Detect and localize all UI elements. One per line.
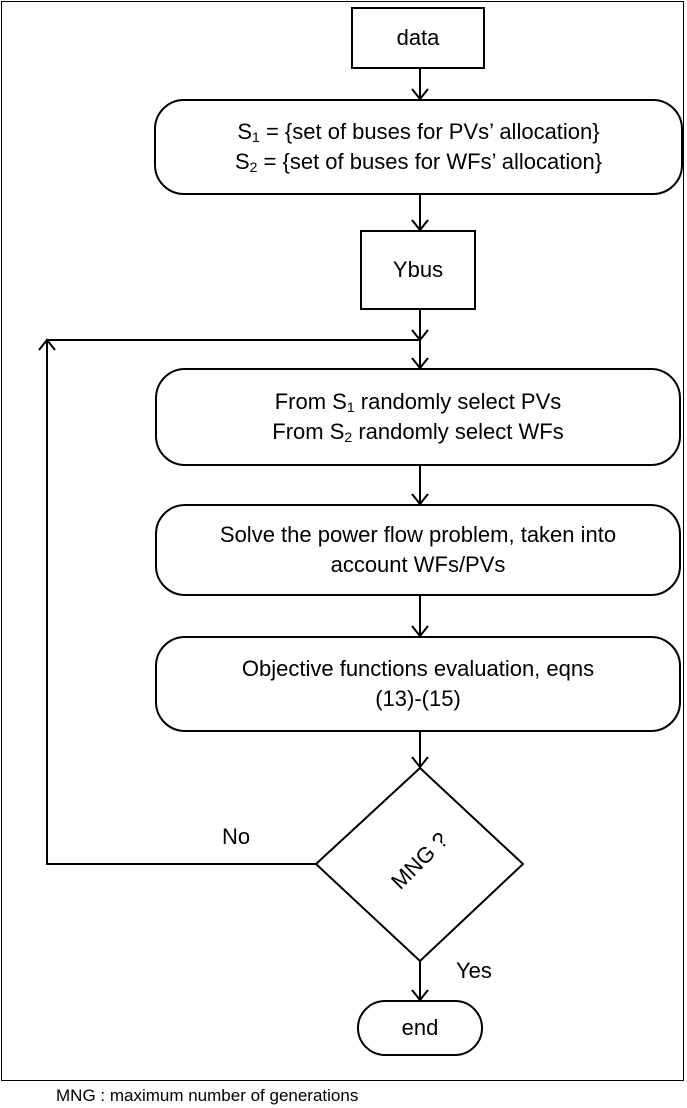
powerflow-line1: Solve the power flow problem, taken into: [219, 522, 617, 547]
objective-line2: (13)-(15): [375, 686, 461, 711]
sets-box: S1 = {set of buses for PVs’ allocation} …: [154, 99, 683, 195]
data-label: data: [396, 25, 440, 50]
loop-back-no-line: [46, 339, 420, 865]
ybus-box: Ybus: [360, 230, 476, 310]
data-box: data: [351, 7, 485, 69]
set-s2-line: S2 = {set of buses for WFs’ allocation}: [234, 149, 603, 175]
figure-frame: [1, 1, 684, 1081]
footnote: MNG : maximum number of generations: [56, 1086, 359, 1105]
select-wf-line: From S2 randomly select WFs: [272, 419, 564, 445]
set-s1-line: S1 = {set of buses for PVs’ allocation}: [237, 119, 600, 145]
yes-label: Yes: [456, 958, 492, 983]
end-label: end: [401, 1015, 439, 1040]
objective-box: Objective functions evaluation, eqns (13…: [155, 636, 681, 732]
objective-line1: Objective functions evaluation, eqns: [241, 656, 595, 681]
select-pv-line: From S1 randomly select PVs: [274, 389, 562, 415]
powerflow-line2: account WFs/PVs: [330, 552, 506, 577]
powerflow-box: Solve the power flow problem, taken into…: [155, 504, 681, 596]
select-box: From S1 randomly select PVs From S2 rand…: [155, 368, 681, 466]
ybus-label: Ybus: [392, 257, 444, 282]
decision-diamond: [314, 766, 525, 963]
no-label: No: [222, 824, 251, 849]
end-box: end: [357, 1000, 483, 1056]
